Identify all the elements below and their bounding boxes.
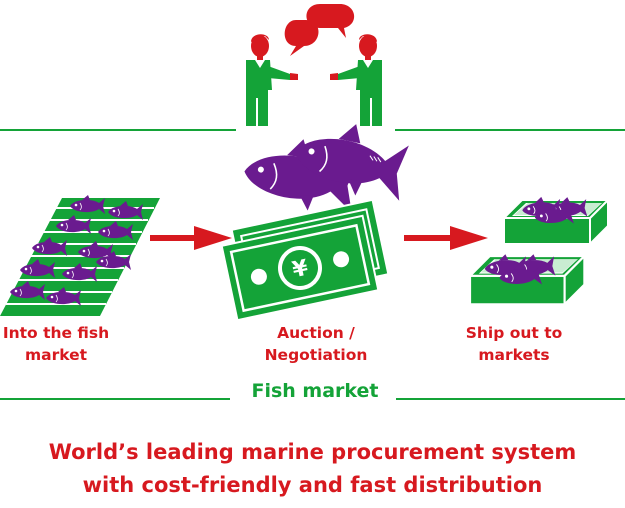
step-label-into-market: Into the fish market <box>0 322 112 366</box>
arrow-right-icon <box>404 226 488 250</box>
speech-bubble-icon <box>284 4 355 56</box>
arrow-right-icon <box>150 226 232 250</box>
tagline-line: with cost-friendly and fast distribution <box>82 473 543 497</box>
negotiating-people-icon <box>246 34 382 126</box>
fish-crate-icon <box>0 198 160 316</box>
section-label: Fish market <box>251 380 379 402</box>
step-label-line: Ship out to <box>465 324 563 342</box>
banknote-icon: ¥ <box>220 198 390 322</box>
step-label-line: Into the fish <box>2 324 110 342</box>
tagline-line: World’s leading marine procurement syste… <box>48 440 577 464</box>
step-label-line: Negotiation <box>264 346 368 364</box>
step-label-line: market <box>24 346 88 364</box>
step-label-line: Auction / <box>277 324 355 342</box>
step-label-ship-out: Ship out to markets <box>452 322 576 366</box>
currency-symbol: ¥ <box>290 256 311 284</box>
step-label-auction: Auction / Negotiation <box>246 322 386 366</box>
tuna-icon <box>239 112 414 218</box>
fish-crate-icon <box>468 195 609 306</box>
step-label-line: markets <box>478 346 550 364</box>
tagline: World’s leading marine procurement syste… <box>0 436 625 502</box>
